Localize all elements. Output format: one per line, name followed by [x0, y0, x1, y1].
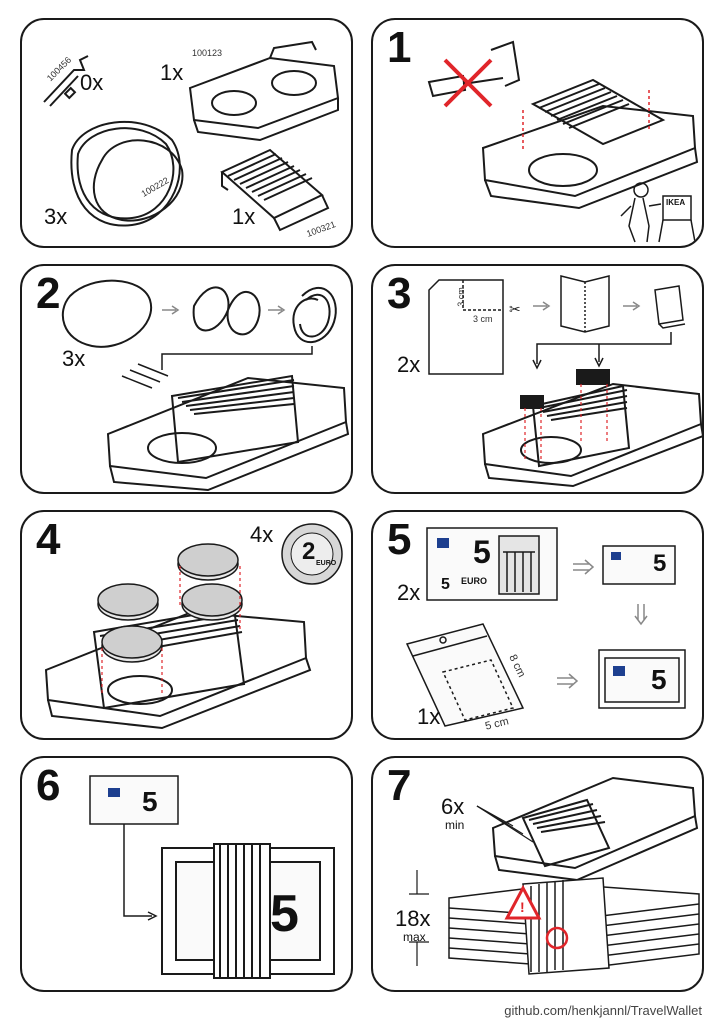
- note-value: 5: [473, 534, 491, 570]
- folded-note-icon: [602, 545, 676, 585]
- qty-clip: 1x: [232, 204, 256, 229]
- wallet-with-bands-icon: [161, 843, 335, 979]
- frame-with-coins-icon: [44, 606, 312, 730]
- panel-step-4: 4 4x 2 EURO: [20, 510, 353, 740]
- panel-step-3: 3 2x 3 cm 3 cm ✂: [371, 264, 704, 494]
- wallet-note-value: 5: [270, 885, 299, 943]
- coin-stack-icon: [97, 543, 243, 663]
- ikea-sign: IKEA: [666, 198, 686, 207]
- framed-note-value: 5: [651, 664, 667, 695]
- band-loop-icon: [61, 279, 153, 348]
- frame-with-pads-icon: [481, 369, 702, 488]
- notes-note: max: [403, 930, 426, 944]
- band-figure-eight-icon: [192, 286, 261, 336]
- band-doubled-icon: [292, 286, 337, 344]
- panel-parts: 0x 100456 1x 100123 3x 100222 1x 100321: [20, 18, 353, 248]
- qty-coins: 4x: [250, 522, 274, 547]
- step-4-illustration: [44, 523, 343, 730]
- hex-key-icon: [43, 55, 89, 107]
- qty-notes: 18x: [395, 906, 431, 931]
- panel-step-5: 5 2x 5 5 EURO 5 1x: [371, 510, 704, 740]
- step-2-illustration: [61, 279, 350, 492]
- scissors-icon: ✂: [509, 302, 521, 318]
- note-stack-icon: [448, 877, 700, 975]
- note-euro-text: EURO: [461, 576, 488, 586]
- panel-step-2: 2 3x: [20, 264, 353, 494]
- note-value: 5: [142, 786, 158, 817]
- frame-with-clip-icon: [481, 78, 699, 210]
- step-number: 7: [387, 761, 412, 810]
- step-number: 4: [36, 515, 61, 564]
- coin-value: 2: [302, 538, 316, 565]
- warning-triangle-icon: [504, 884, 542, 920]
- panel-step-1: 1 IKEA: [371, 18, 704, 248]
- qty-bag: 1x: [417, 704, 441, 729]
- euro-coin-icon: [281, 523, 343, 585]
- step-6-illustration: [89, 775, 335, 979]
- frame-icon: [188, 40, 340, 142]
- assembler-icon: [620, 182, 696, 243]
- step-number: 6: [36, 761, 61, 810]
- step-5-illustration: [405, 527, 686, 727]
- qty-notes: 2x: [397, 580, 421, 605]
- dim-horizontal: 3 cm: [473, 314, 493, 324]
- step-number: 5: [387, 515, 412, 564]
- paper-sheet-icon: [428, 279, 504, 375]
- step-7-illustration: [409, 776, 700, 975]
- frame-banded-icon: [106, 374, 350, 492]
- bands-note: min: [445, 818, 465, 832]
- footer-link[interactable]: github.com/henkjannl/TravelWallet: [504, 1003, 702, 1018]
- coin-text: EURO: [316, 560, 337, 567]
- qty-frame: 1x: [160, 60, 184, 85]
- no-hammer-icon: [443, 58, 493, 108]
- clip-icon: [220, 148, 330, 232]
- warning-mark: !: [520, 899, 525, 915]
- parts-illustration: [43, 40, 340, 232]
- step-3-illustration: ✂: [428, 275, 702, 488]
- zip-bag-icon: [405, 623, 525, 727]
- rubber-band-icon: [70, 120, 184, 227]
- qty-bands: 3x: [62, 346, 86, 371]
- qty-hex-key: 0x: [80, 70, 104, 95]
- folded-square-icon: [654, 285, 684, 325]
- step-1-illustration: [427, 40, 699, 243]
- step-number: 1: [387, 23, 412, 72]
- panel-step-7: 7 6x min ! 18x max: [371, 756, 704, 992]
- step-number: 3: [387, 269, 412, 318]
- check-circle-icon: [545, 926, 569, 950]
- code-frame: 100123: [192, 48, 223, 58]
- note-in-frame-icon: [598, 649, 686, 709]
- folded-note-icon: [89, 775, 179, 825]
- qty-rubber-band: 3x: [44, 204, 68, 229]
- panel-step-6: 6 5 5: [20, 756, 353, 992]
- wallet-bands-icon: [491, 776, 699, 882]
- step-number: 2: [36, 269, 61, 318]
- note-small-value: 5: [441, 576, 450, 593]
- folded-note-value: 5: [653, 550, 667, 577]
- banknote-icon: [426, 527, 558, 601]
- qty-bands: 6x: [441, 794, 465, 819]
- qty-sheets: 2x: [397, 352, 421, 377]
